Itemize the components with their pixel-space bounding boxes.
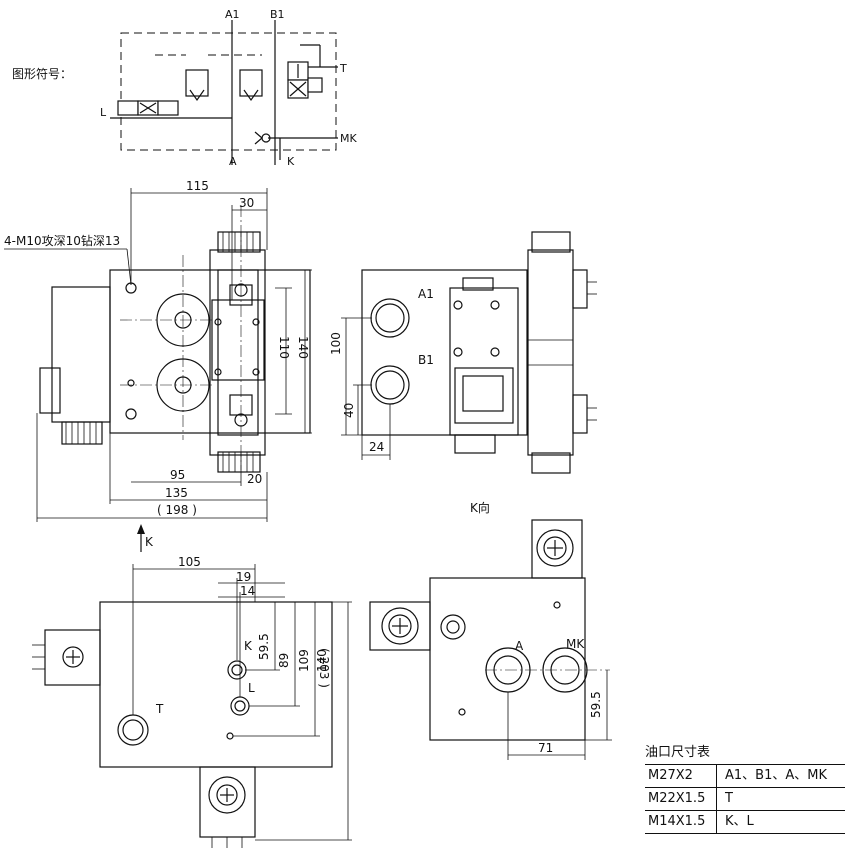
symbol-frame bbox=[120, 32, 337, 151]
port-size: M27X2 bbox=[645, 765, 717, 787]
dim-59-5: 59.5 bbox=[257, 633, 271, 660]
port-size-table: 油口尺寸表 M27X2 A1、B1、A、MK M22X1.5 T M14X1.5… bbox=[645, 742, 845, 834]
top-view: T K L 105 19 14 59.5 89 109 140 ( 203 ) bbox=[32, 555, 352, 848]
port-k-label: K bbox=[287, 155, 295, 168]
front-view: 115 30 4-M10攻深10钻深13 110 140 95 20 135 (… bbox=[4, 179, 312, 552]
port-size: M14X1.5 bbox=[645, 811, 717, 833]
top-t-label: T bbox=[155, 702, 164, 716]
table-row: M14X1.5 K、L bbox=[645, 810, 845, 834]
dim-105: 105 bbox=[178, 555, 201, 569]
dim-198: ( 198 ) bbox=[157, 503, 197, 517]
port-t-label: T bbox=[339, 62, 347, 75]
dim-203: ( 203 ) bbox=[317, 648, 331, 688]
port-l-label: L bbox=[100, 106, 107, 119]
dim-14: 14 bbox=[240, 584, 255, 598]
port-size: M22X1.5 bbox=[645, 788, 717, 810]
port-a1-label: A1 bbox=[225, 8, 240, 21]
dim-30: 30 bbox=[239, 196, 254, 210]
port-names: A1、B1、A、MK bbox=[725, 768, 827, 783]
dim-40: 40 bbox=[342, 403, 356, 418]
port-names: T bbox=[725, 791, 733, 806]
top-k-label: K bbox=[244, 639, 253, 653]
k-view: K向 A MK 71 59.5 bbox=[369, 500, 612, 760]
table-row: M27X2 A1、B1、A、MK bbox=[645, 764, 845, 787]
dim-19: 19 bbox=[236, 570, 251, 584]
dim-110: 110 bbox=[277, 336, 291, 359]
dim-140b: 140 bbox=[315, 649, 329, 672]
dim-95: 95 bbox=[170, 468, 185, 482]
k-arrow-label: K bbox=[145, 535, 154, 549]
k-view-label: K向 bbox=[470, 500, 490, 515]
dim-71: 71 bbox=[538, 741, 553, 755]
dim-109: 109 bbox=[297, 649, 311, 672]
k-view-a-label: A bbox=[515, 639, 524, 653]
dim-20: 20 bbox=[247, 472, 262, 486]
top-l-label: L bbox=[248, 681, 255, 695]
port-mk-label: MK bbox=[340, 132, 357, 145]
table-row: M22X1.5 T bbox=[645, 787, 845, 810]
dim-100: 100 bbox=[329, 332, 343, 355]
port-b1-label: B1 bbox=[270, 8, 285, 21]
side-a1-label: A1 bbox=[418, 287, 434, 301]
port-a-label: A bbox=[229, 155, 237, 168]
port-names: K、L bbox=[725, 814, 754, 829]
side-b1-label: B1 bbox=[418, 353, 434, 367]
hydraulic-symbol: 图形符号： A1 B1 A K L T MK bbox=[12, 8, 357, 168]
k-view-mk-label: MK bbox=[566, 637, 585, 651]
symbol-label: 图形符号： bbox=[12, 66, 72, 81]
port-table-title: 油口尺寸表 bbox=[645, 745, 711, 760]
dim-24: 24 bbox=[369, 440, 384, 454]
dim-89: 89 bbox=[277, 653, 291, 668]
thread-note: 4-M10攻深10钻深13 bbox=[4, 233, 120, 248]
dim-59-5b: 59.5 bbox=[589, 691, 603, 718]
dim-140: 140 bbox=[296, 336, 310, 359]
side-view: A1 B1 100 40 24 bbox=[329, 231, 597, 474]
dim-115: 115 bbox=[186, 179, 209, 193]
dim-135: 135 bbox=[165, 486, 188, 500]
